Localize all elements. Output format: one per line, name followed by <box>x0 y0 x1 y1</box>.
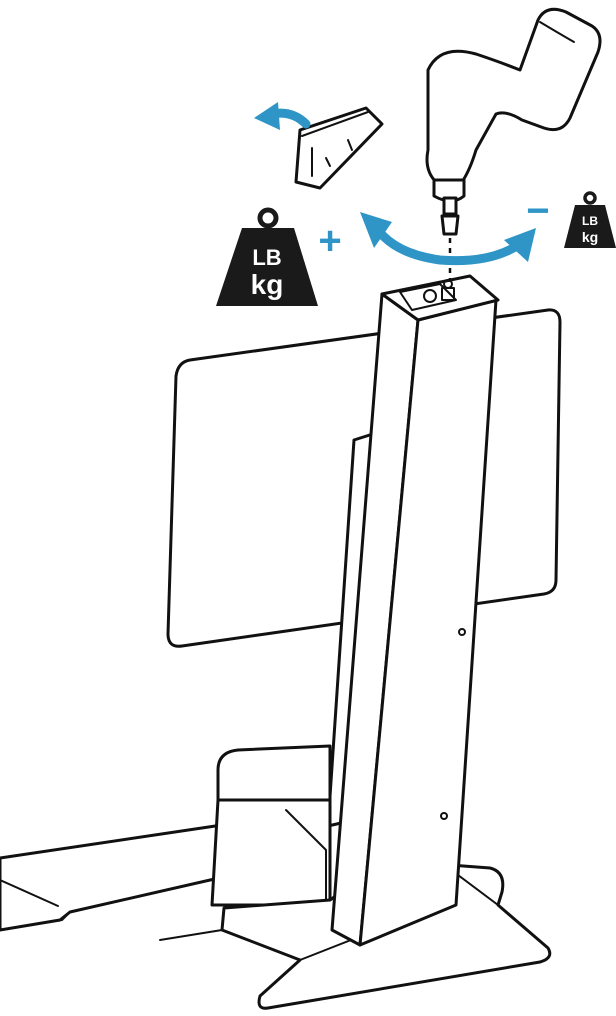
weight-label-line2: kg <box>251 269 284 300</box>
weight-small-label-line1: LB <box>582 214 598 228</box>
weight-icon: LB kg <box>216 210 318 306</box>
decrease-sign: − <box>526 189 549 233</box>
weight-icon-small: LB kg <box>564 193 616 248</box>
power-drill-icon <box>427 9 600 234</box>
increase-sign: + <box>318 219 341 263</box>
remove-cap-arrow-icon <box>254 102 306 130</box>
stand-lower-block <box>212 746 330 905</box>
weight-label-line1: LB <box>252 245 281 270</box>
end-cap-icon <box>296 108 382 188</box>
stand-base-left-arm <box>0 825 232 940</box>
weight-small-label-line2: kg <box>582 229 598 245</box>
